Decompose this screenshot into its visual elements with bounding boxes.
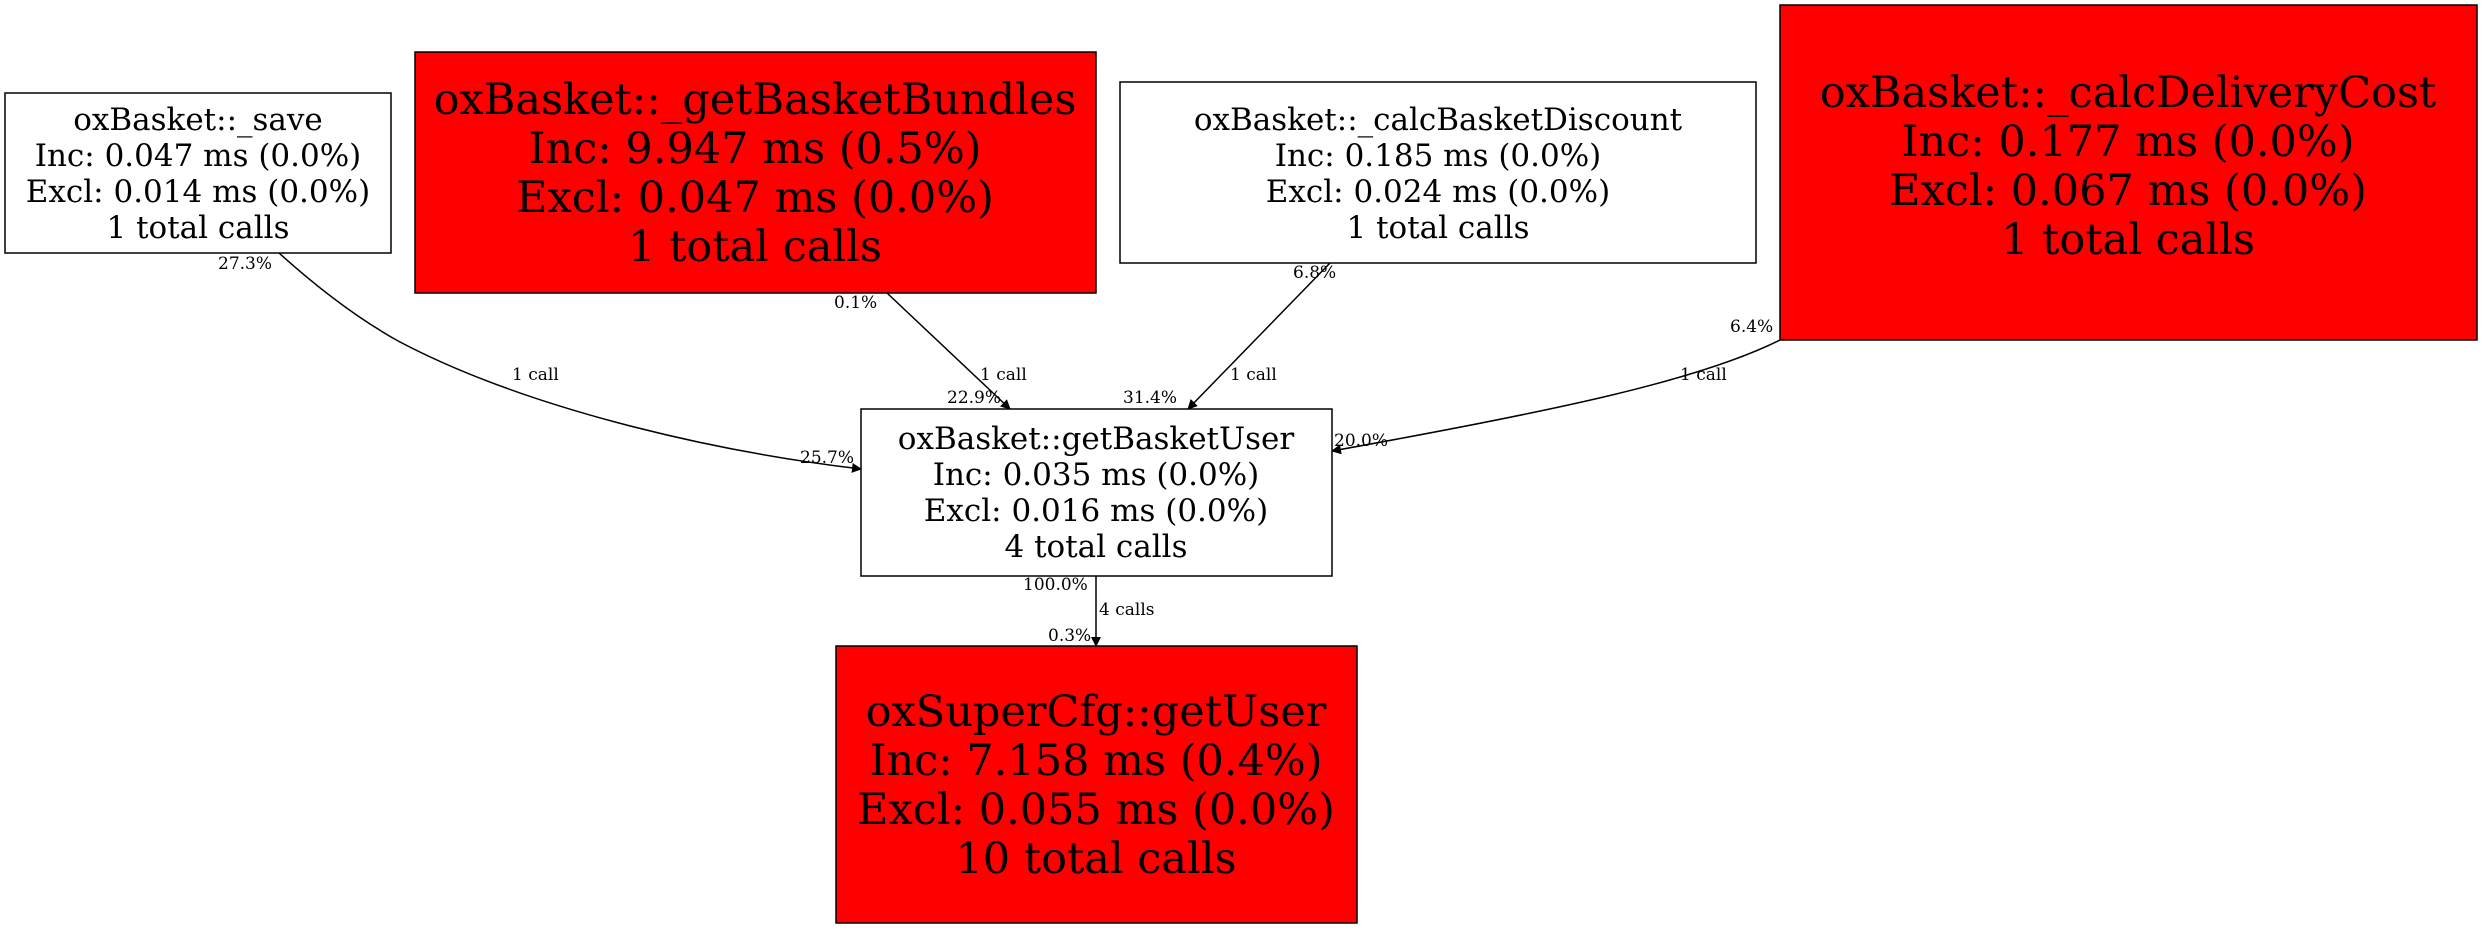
node-box: [860, 408, 1333, 577]
node-excl: Excl: 0.014 ms (0.0%): [26, 174, 370, 210]
edge-tail-label: 6.8%: [1293, 263, 1336, 283]
edge-save-to-getbasketuser: 27.3% 1 call 25.7%: [218, 252, 862, 473]
node-excl: Excl: 0.067 ms (0.0%): [1889, 166, 2367, 216]
node-name: oxBasket::_getBasketBundles: [434, 75, 1077, 125]
edge-tail-label: 0.1%: [834, 293, 877, 313]
edge-tail-label: 27.3%: [218, 254, 272, 274]
node-name: oxBasket::_calcDeliveryCost: [1820, 68, 2436, 118]
edge-line: [1331, 339, 1781, 455]
edge-line: [1187, 262, 1331, 410]
node-inc: Inc: 9.947 ms (0.5%): [529, 124, 982, 174]
node-save[interactable]: oxBasket::_save Inc: 0.047 ms (0.0%) Exc…: [4, 92, 392, 254]
edge-line: [278, 252, 862, 473]
edge-head-label: 20.0%: [1334, 431, 1388, 451]
edge-getbasketuser-to-getuser: 100.0% 4 calls 0.3%: [1023, 575, 1154, 647]
edge-discount-to-getbasketuser: 6.8% 1 call 31.4%: [1123, 262, 1336, 410]
node-box: [1779, 4, 2478, 341]
node-calls: 10 total calls: [955, 834, 1236, 884]
edge-call-label: 1 call: [980, 365, 1027, 385]
node-excl: Excl: 0.016 ms (0.0%): [924, 493, 1268, 529]
edge-line: [886, 292, 1011, 410]
node-box: [1119, 81, 1757, 264]
edge-delivery-to-getbasketuser: 6.4% 1 call 20.0%: [1331, 317, 1781, 455]
node-calc-basket-discount[interactable]: oxBasket::_calcBasketDiscount Inc: 0.185…: [1119, 81, 1757, 264]
node-excl: Excl: 0.047 ms (0.0%): [516, 173, 994, 223]
edge-call-label: 1 call: [1230, 365, 1277, 385]
edge-tail-label: 100.0%: [1023, 575, 1088, 595]
node-excl: Excl: 0.024 ms (0.0%): [1266, 174, 1610, 210]
node-inc: Inc: 0.047 ms (0.0%): [35, 138, 362, 174]
node-inc: Inc: 0.185 ms (0.0%): [1275, 138, 1602, 174]
edge-call-label: 4 calls: [1099, 600, 1154, 620]
edge-tail-label: 6.4%: [1730, 317, 1773, 337]
node-inc: Inc: 0.177 ms (0.0%): [1902, 117, 2355, 167]
node-get-user[interactable]: oxSuperCfg::getUser Inc: 7.158 ms (0.4%)…: [835, 645, 1358, 924]
node-inc: Inc: 0.035 ms (0.0%): [933, 457, 1260, 493]
node-excl: Excl: 0.055 ms (0.0%): [857, 785, 1335, 835]
edge-head-label: 31.4%: [1123, 388, 1177, 408]
node-name: oxBasket::getBasketUser: [898, 421, 1295, 457]
node-name: oxSuperCfg::getUser: [866, 687, 1327, 737]
node-calls: 1 total calls: [2001, 215, 2255, 265]
node-box: [4, 92, 392, 254]
node-get-basket-user[interactable]: oxBasket::getBasketUser Inc: 0.035 ms (0…: [860, 408, 1333, 577]
edge-call-label: 1 call: [512, 365, 559, 385]
node-calls: 1 total calls: [628, 222, 882, 272]
edge-bundles-to-getbasketuser: 0.1% 1 call 22.9%: [834, 292, 1027, 410]
edge-head-label: 25.7%: [800, 448, 854, 468]
node-box: [835, 645, 1358, 924]
node-calls: 1 total calls: [107, 210, 290, 246]
edge-head-label: 0.3%: [1048, 626, 1091, 646]
node-calls: 1 total calls: [1347, 210, 1530, 246]
edge-head-label: 22.9%: [947, 388, 1001, 408]
node-inc: Inc: 7.158 ms (0.4%): [870, 736, 1323, 786]
node-get-basket-bundles[interactable]: oxBasket::_getBasketBundles Inc: 9.947 m…: [414, 51, 1097, 294]
node-calls: 4 total calls: [1005, 529, 1188, 565]
node-box: [414, 51, 1097, 294]
edge-call-label: 1 call: [1680, 365, 1727, 385]
node-name: oxBasket::_save: [73, 102, 323, 138]
node-name: oxBasket::_calcBasketDiscount: [1194, 102, 1683, 138]
node-calc-delivery-cost[interactable]: oxBasket::_calcDeliveryCost Inc: 0.177 m…: [1779, 4, 2478, 341]
